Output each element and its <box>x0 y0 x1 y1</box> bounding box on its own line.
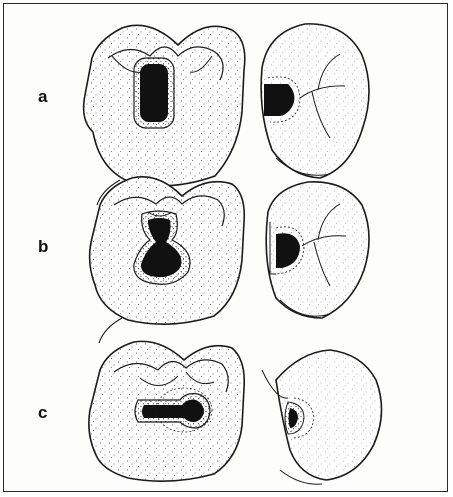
row-b-occlusal-tooth <box>90 177 245 343</box>
row-a-occlusal-tooth <box>84 25 245 205</box>
row-c-occlusal-tooth <box>89 341 244 481</box>
row-b-proximal-tooth <box>266 182 369 318</box>
row-c-proximal-tooth <box>262 350 382 484</box>
row-label-a: a <box>38 87 48 106</box>
row-label-c: c <box>38 403 47 422</box>
row-label-b: b <box>38 237 48 256</box>
row-a-proximal-tooth <box>261 24 369 178</box>
